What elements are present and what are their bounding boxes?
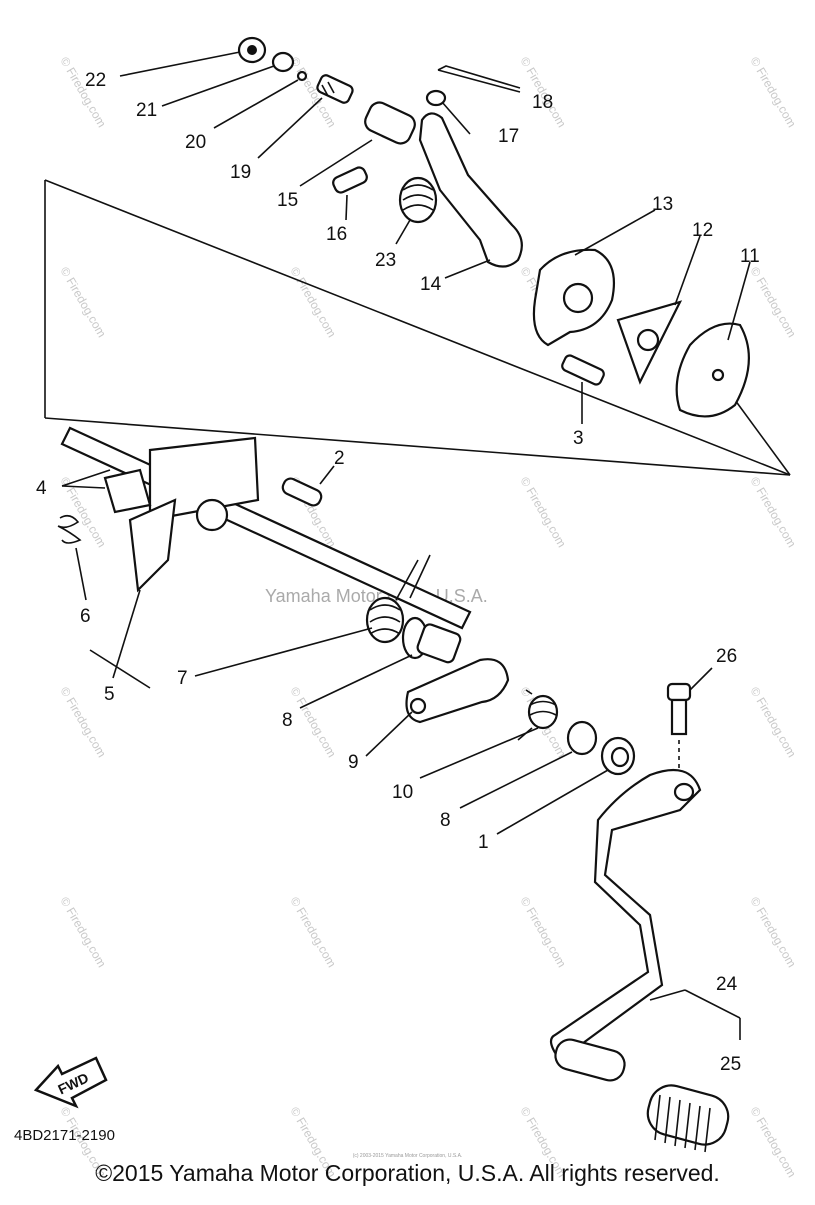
callout-17: 17 xyxy=(498,126,519,147)
callout-24: 24 xyxy=(716,974,738,995)
fwd-arrow-icon: FWD xyxy=(33,1056,108,1109)
callout-11: 11 xyxy=(740,246,760,267)
part-sleeve xyxy=(364,101,416,145)
part-pedal-rubber xyxy=(646,1084,730,1153)
watermark-text: © Firedog.com xyxy=(287,685,339,760)
callout-21: 21 xyxy=(136,100,157,121)
part-shift-pedal xyxy=(549,768,702,1082)
callout-18: 18 xyxy=(532,92,553,113)
part-stud xyxy=(561,354,605,386)
part-dowel-pin xyxy=(281,477,323,507)
part-small-spring xyxy=(57,514,82,544)
callout-12: 12 xyxy=(692,220,713,241)
callout-8a: 8 xyxy=(282,710,293,731)
part-clip xyxy=(296,70,308,82)
callout-16: 16 xyxy=(326,224,347,245)
watermark-layer: © Firedog.com © Firedog.com © Firedog.com ©… xyxy=(57,55,799,1180)
callout-15: 15 xyxy=(277,190,298,211)
part-spring xyxy=(398,176,438,224)
callout-labels: 22 21 20 19 15 16 23 14 18 17 13 12 11 3… xyxy=(36,70,760,1075)
part-spline xyxy=(401,616,462,664)
part-pin xyxy=(332,166,368,194)
callout-22: 22 xyxy=(85,70,106,91)
copyright-text: ©2015 Yamaha Motor Corporation, U.S.A. A… xyxy=(95,1160,720,1186)
callout-1: 1 xyxy=(478,832,489,853)
callout-10: 10 xyxy=(392,782,413,803)
callout-8b: 8 xyxy=(440,810,451,831)
part-collar xyxy=(600,736,636,776)
part-return-spring xyxy=(517,689,559,741)
watermark-text: © Firedog.com xyxy=(287,895,339,970)
callout-7: 7 xyxy=(177,668,188,689)
watermark-text: © Firedog.com xyxy=(57,55,109,130)
watermark-text: © Firedog.com xyxy=(57,895,109,970)
leader-lines xyxy=(61,51,751,1040)
part-cam xyxy=(675,322,750,418)
watermark-text: © Firedog.com xyxy=(57,685,109,760)
watermark-text: © Firedog.com xyxy=(747,895,799,970)
watermark-text: © Firedog.com xyxy=(57,265,109,340)
callout-14: 14 xyxy=(420,274,442,295)
watermark-text: © Firedog.com xyxy=(747,265,799,340)
part-shaft-spring xyxy=(365,554,431,644)
watermark-text: © Firedog.com xyxy=(287,265,339,340)
callout-2: 2 xyxy=(334,448,345,469)
part-cotter-pin xyxy=(437,65,521,93)
watermark-text: © Firedog.com xyxy=(747,475,799,550)
assembly-frame xyxy=(44,179,791,476)
part-plate xyxy=(532,248,616,347)
callout-3: 3 xyxy=(573,428,584,449)
part-shift-shaft xyxy=(60,426,472,630)
callout-4: 4 xyxy=(36,478,47,499)
callout-26: 26 xyxy=(716,646,737,667)
callout-19: 19 xyxy=(230,162,251,183)
watermark-text: © Firedog.com xyxy=(517,475,569,550)
callout-9: 9 xyxy=(348,752,359,773)
callout-6: 6 xyxy=(80,606,91,627)
watermark-text: © Firedog.com xyxy=(747,55,799,130)
part-arm xyxy=(418,112,523,268)
callout-25: 25 xyxy=(720,1054,741,1075)
part-small-washer xyxy=(425,89,447,107)
callout-5: 5 xyxy=(104,684,115,705)
part-bolt xyxy=(316,74,354,104)
callout-13: 13 xyxy=(652,194,673,215)
part-pinch-bolt xyxy=(666,682,692,768)
callout-23: 23 xyxy=(375,250,396,271)
diagram-code: 4BD2171-2190 xyxy=(14,1127,115,1144)
tiny-notice: (c) 2003-2015 Yamaha Motor Corporation, … xyxy=(352,1153,463,1159)
part-nut xyxy=(237,36,267,64)
part-lever xyxy=(405,658,510,724)
part-triangle-plate xyxy=(616,300,683,385)
part-washer xyxy=(271,51,295,73)
watermark-text: © Firedog.com xyxy=(517,895,569,970)
watermark-text: © Firedog.com xyxy=(747,685,799,760)
callout-20: 20 xyxy=(185,132,206,153)
part-thrust-washer xyxy=(566,720,598,756)
